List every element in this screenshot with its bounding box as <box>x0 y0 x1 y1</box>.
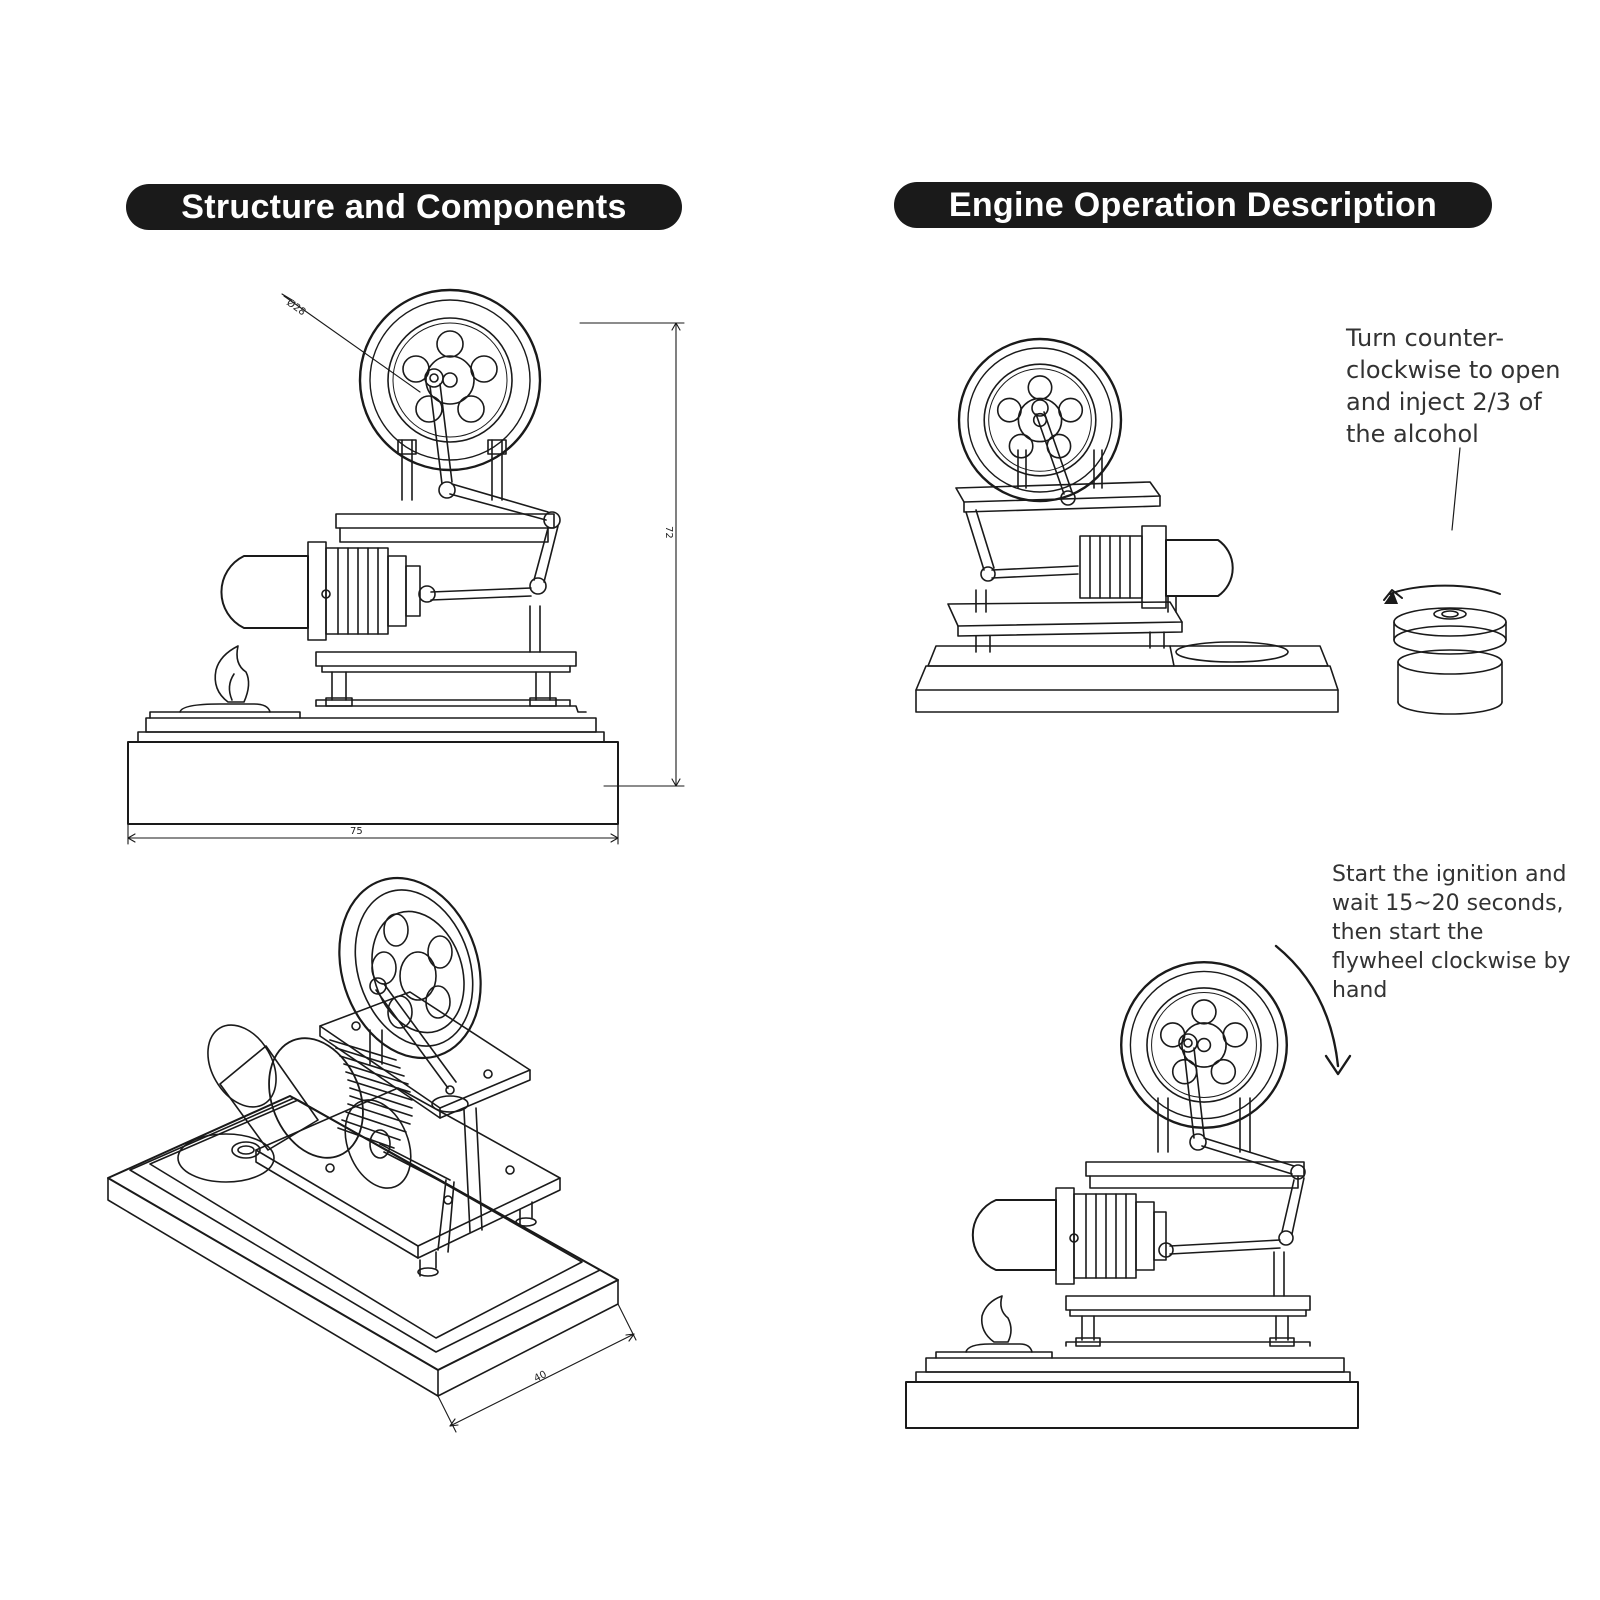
structure-components-header: Structure and Components <box>126 184 682 230</box>
instruction-step-2: Start the ignition and wait 15~20 second… <box>1332 862 1571 1003</box>
instruction-step-1: Turn counter- clockwise to open and inje… <box>1346 324 1561 448</box>
dimension-lines <box>128 294 684 1432</box>
dim-depth: 40 <box>532 1369 548 1385</box>
dim-height: 72 <box>663 526 674 539</box>
isometric-view-drawing <box>106 858 620 1398</box>
dim-diameter: Ø28 <box>284 297 308 319</box>
ignition-start-drawing <box>906 946 1358 1428</box>
engine-operation-header: Engine Operation Description <box>894 182 1492 228</box>
side-view-drawing <box>128 290 618 824</box>
alcohol-filling-drawing <box>916 339 1506 714</box>
dim-width: 75 <box>350 826 363 837</box>
